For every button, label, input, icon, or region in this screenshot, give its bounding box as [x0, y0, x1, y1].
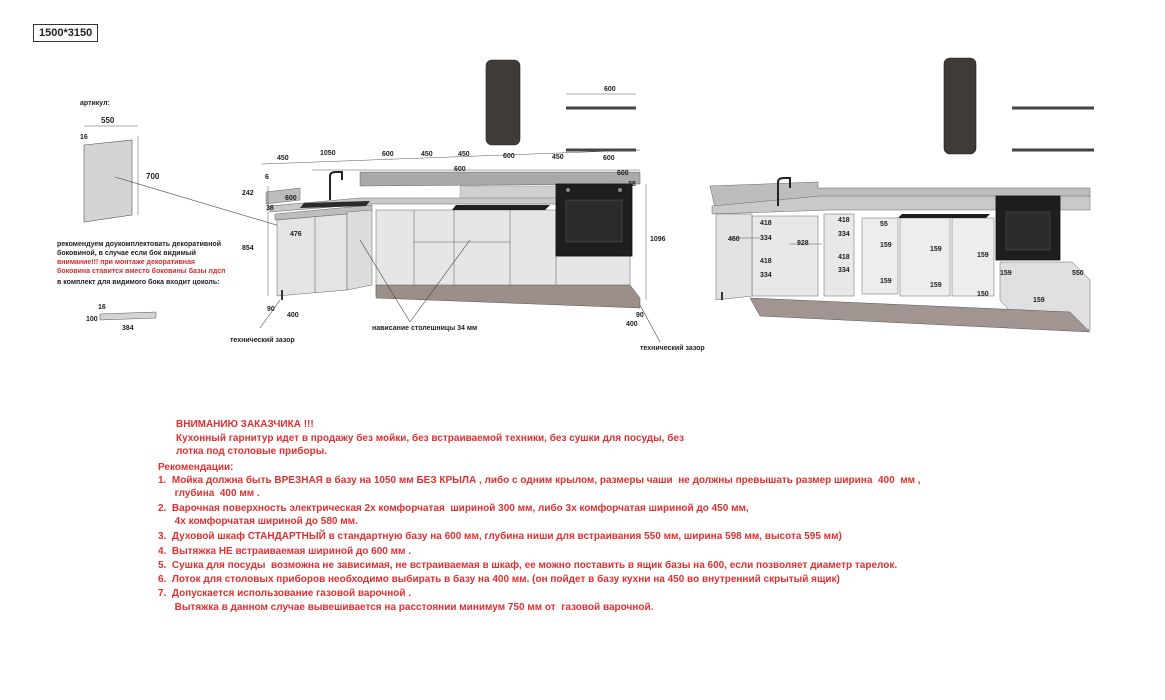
dim-566: 566 [620, 250, 632, 257]
rec-item-3: 3. Духовой шкаф СТАНДАРТНЫЙ в стандартну… [158, 531, 842, 542]
shelf-dim-9: 55 [880, 221, 888, 228]
dim-90: 90 [267, 306, 275, 313]
notice-line-1: Кухонный гарнитур идет в продажу без мой… [176, 433, 684, 444]
dim-550: 550 [1072, 270, 1084, 277]
dim-top-1: 450 [277, 155, 289, 162]
tech-gap-left: технический зазор [230, 337, 295, 344]
rec-item-1b: глубина 400 мм . [158, 488, 260, 499]
panel-note-1: рекомендуем доукомплектовать декоративно… [57, 241, 222, 248]
dim-top-6: 600 [503, 153, 515, 160]
dim-top-4: 450 [421, 151, 433, 158]
shelf-dim-8: 334 [838, 267, 850, 274]
shelf-dim-16: 159 [1033, 297, 1045, 304]
shelf-dim-17: 159 [1000, 270, 1012, 277]
dim-600-mid: 600 [454, 166, 466, 173]
dim-top-8: 600 [603, 155, 615, 162]
rec-item-4: 4. Вытяжка НЕ встраиваемая шириной до 60… [158, 546, 411, 557]
size-badge: 1500*3150 [33, 24, 99, 42]
plinth-note: в комплект для видимого бока входит цоко… [57, 279, 220, 286]
shelf-dim-13: 159 [930, 282, 942, 289]
shelf-dim-3: 418 [760, 258, 772, 265]
rec-item-2: 2. Варочная поверхность электрическая 2х… [158, 503, 749, 514]
dim-600r: 600 [617, 170, 629, 177]
shelf-dim-6: 334 [838, 231, 850, 238]
panel-note-2: боковиной, в случае если бок видимый [57, 250, 197, 257]
dim-928: 928 [797, 240, 809, 247]
shelf-dim-2: 334 [760, 235, 772, 242]
shelf-dim-5: 418 [838, 217, 850, 224]
dim-top-2: 1050 [320, 150, 336, 157]
article-label: артикул: [80, 100, 110, 107]
dim-476: 476 [290, 231, 302, 238]
dim-shelf-600: 600 [604, 86, 616, 93]
dim-400: 400 [287, 312, 299, 319]
panel-warn-2: боковина ставится вместо боковины базы л… [57, 268, 226, 275]
rec-item-1: 1. Мойка должна быть ВРЕЗНАЯ в базу на 1… [158, 475, 921, 486]
panel-height: 700 [146, 172, 160, 181]
panel-thickness: 16 [80, 134, 88, 141]
panel-warn-1: внимание!!! при монтаже декоративная [57, 259, 195, 266]
dim-6: 6 [265, 174, 269, 181]
shelf-dim-15: 150 [977, 291, 989, 298]
notice-line-2: лотка под столовые приборы. [176, 446, 328, 457]
dim-top-5: 450 [458, 151, 470, 158]
dim-854: 854 [242, 245, 254, 252]
panel-width: 550 [101, 116, 115, 125]
dim-top-3: 600 [382, 151, 394, 158]
shelf-dim-1: 418 [760, 220, 772, 227]
dim-460: 460 [728, 236, 740, 243]
shelf-dim-12: 159 [930, 246, 942, 253]
plinth-thickness: 16 [98, 304, 106, 311]
rec-item-6: 6. Лоток для столовых приборов необходим… [158, 574, 840, 585]
rec-item-7: 7. Допускается использование газовой вар… [158, 588, 412, 599]
plinth-height: 100 [86, 316, 98, 323]
dim-90r: 90 [636, 312, 644, 319]
dim-600b: 600 [285, 195, 297, 202]
shelf-dim-14: 159 [977, 252, 989, 259]
plinth-width: 384 [122, 325, 134, 332]
shelf-dim-7: 418 [838, 254, 850, 261]
recommendations-title: Рекомендации: [158, 462, 234, 473]
dim-38r: 38 [628, 181, 636, 188]
shelf-dim-4: 334 [760, 272, 772, 279]
dim-1096: 1096 [650, 236, 666, 243]
overhang-note: нависание столешницы 34 мм [372, 325, 478, 332]
dim-242: 242 [242, 190, 254, 197]
tech-gap-right: технический зазор [640, 345, 705, 352]
shelf-dim-11: 159 [880, 278, 892, 285]
dim-400r: 400 [626, 321, 638, 328]
shelf-dim-10: 159 [880, 242, 892, 249]
rec-item-2b: 4х комфорчатая шириной до 580 мм. [158, 516, 358, 527]
dim-top-7: 450 [552, 154, 564, 161]
rec-item-5: 5. Сушка для посуды возможна не зависима… [158, 560, 898, 571]
notice-title: ВНИМАНИЮ ЗАКАЗЧИКА !!! [176, 419, 314, 430]
dim-38: 38 [266, 205, 274, 212]
rec-item-7b: Вытяжка в данном случае вывешивается на … [158, 602, 654, 613]
